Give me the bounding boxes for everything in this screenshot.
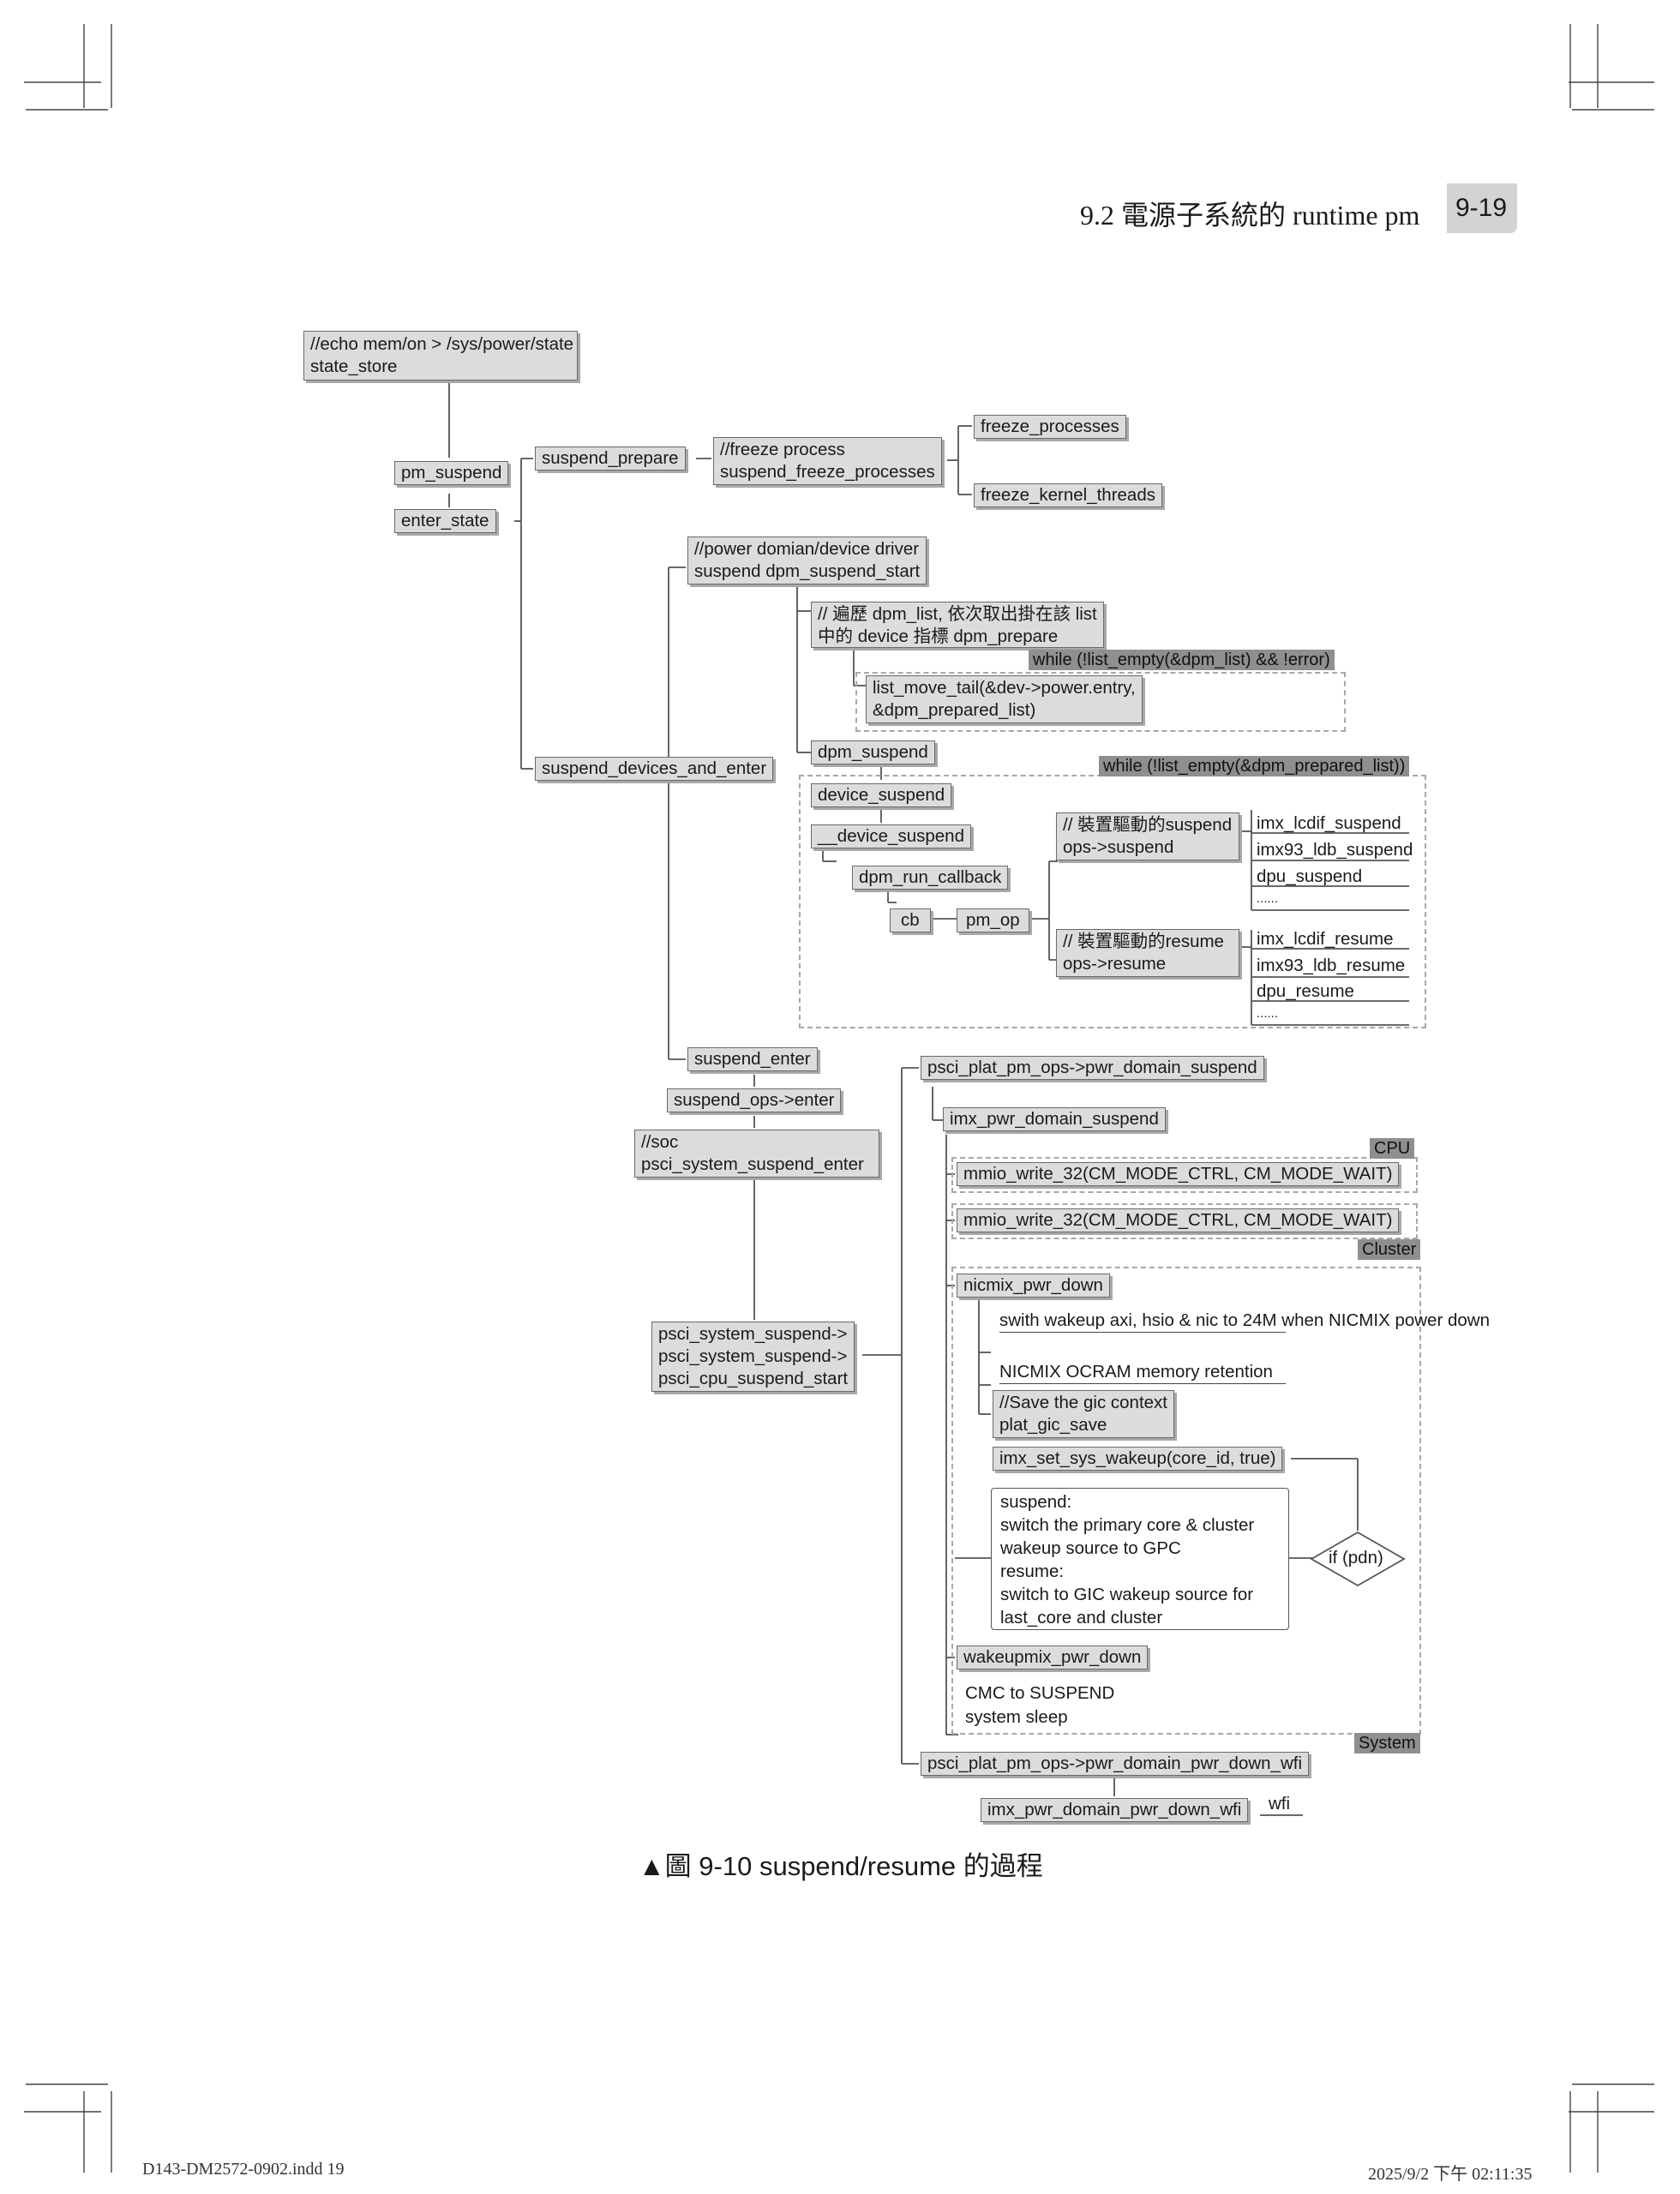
page-number: 9-19 xyxy=(1455,194,1508,222)
suspend-resume-wakeup-note: suspend: switch the primary core & clust… xyxy=(991,1488,1289,1630)
enter-state: enter_state xyxy=(394,509,496,533)
device-suspend: device_suspend xyxy=(811,783,952,807)
nicmix-pwr-down: nicmix_pwr_down xyxy=(957,1274,1110,1298)
cmc-to-suspend: CMC to SUSPEND xyxy=(965,1683,1115,1703)
nicmix-ocram-note: NICMIX OCRAM memory retention xyxy=(999,1361,1286,1384)
mmio-write-cluster: mmio_write_32(CM_MODE_CTRL, CM_MODE_WAIT… xyxy=(957,1208,1400,1232)
cluster-group xyxy=(951,1203,1418,1239)
echo-state-store: //echo mem/on > /sys/power/state state_s… xyxy=(303,331,578,381)
resume-callback-1: imx_lcdif_resume xyxy=(1257,929,1394,949)
figure-caption: ▲圖 9-10 suspend/resume 的過程 xyxy=(639,1851,1043,1881)
list-move-tail: list_move_tail(&dev->power.entry, &dpm_p… xyxy=(866,675,1143,723)
cb: cb xyxy=(890,908,931,932)
pwr-domain-pwr-down-wfi: psci_plat_pm_ops->pwr_domain_pwr_down_wf… xyxy=(921,1752,1310,1776)
if-pdn-label: if (pdn) xyxy=(1329,1548,1383,1568)
dpm-suspend: dpm_suspend xyxy=(811,740,935,764)
while-dpm-list-label: while (!list_empty(&dpm_list) && !error) xyxy=(1029,650,1335,670)
underscore-device-suspend: __device_suspend xyxy=(811,824,971,848)
imx-pwr-domain-suspend: imx_pwr_domain_suspend xyxy=(943,1107,1166,1131)
freeze-processes: freeze_processes xyxy=(974,415,1126,439)
psci-suspend-chain: psci_system_suspend-> psci_system_suspen… xyxy=(651,1322,855,1392)
save-gic-context: //Save the gic context plat_gic_save xyxy=(993,1390,1175,1438)
dpm-suspend-start: //power domian/device driver suspend dpm… xyxy=(687,537,927,584)
pm-op: pm_op xyxy=(957,908,1029,932)
system-group xyxy=(951,1267,1421,1735)
resume-callback-2: imx93_ldb_resume xyxy=(1257,956,1406,975)
suspend-enter: suspend_enter xyxy=(687,1047,818,1071)
cluster-label: Cluster xyxy=(1358,1239,1421,1260)
system-label: System xyxy=(1354,1733,1420,1753)
suspend-callback-2: imx93_ldb_suspend xyxy=(1257,840,1413,860)
swith-wakeup-note: swith wakeup axi, hsio & nic to 24M when… xyxy=(999,1310,1490,1333)
footer-file: D143-DM2572-0902.indd 19 xyxy=(142,2160,345,2179)
pwr-domain-suspend: psci_plat_pm_ops->pwr_domain_suspend xyxy=(921,1056,1264,1080)
suspend-callback-1: imx_lcdif_suspend xyxy=(1257,813,1401,833)
suspend-prepare: suspend_prepare xyxy=(535,447,686,471)
suspend-devices-and-enter: suspend_devices_and_enter xyxy=(535,757,774,781)
soc-psci-system-suspend-enter: //soc psci_system_suspend_enter xyxy=(634,1130,879,1178)
suspend-ops-enter: suspend_ops->enter xyxy=(667,1088,842,1112)
dpm-run-callback: dpm_run_callback xyxy=(852,866,1009,890)
freeze-kernel-threads: freeze_kernel_threads xyxy=(974,483,1162,507)
page-number-tab: 9-19 xyxy=(1447,183,1517,233)
suspend-callback-3: dpu_suspend xyxy=(1257,866,1363,886)
mmio-write-cpu: mmio_write_32(CM_MODE_CTRL, CM_MODE_WAIT… xyxy=(957,1162,1400,1186)
dpm-list-comment: // 遍歷 dpm_list, 依次取出掛在該 list 中的 device 指… xyxy=(811,602,1104,648)
imx-set-sys-wakeup: imx_set_sys_wakeup(core_id, true) xyxy=(993,1447,1283,1471)
wakeupmix-pwr-down: wakeupmix_pwr_down xyxy=(957,1646,1149,1669)
pm-suspend: pm_suspend xyxy=(394,461,509,485)
resume-callback-more: ...... xyxy=(1257,1006,1279,1021)
system-sleep: system sleep xyxy=(965,1707,1068,1727)
running-header: 9.2 電源子系統的 runtime pm xyxy=(1080,200,1420,231)
ops-suspend: // 裝置驅動的suspend ops->suspend xyxy=(1056,812,1239,860)
while-prepared-label: while (!list_empty(&dpm_prepared_list)) xyxy=(1099,756,1410,776)
if-pdn-decision xyxy=(1310,1531,1406,1587)
freeze-process: //freeze process suspend_freeze_processe… xyxy=(713,437,942,485)
while-dpm-list-group xyxy=(855,672,1346,732)
cpu-group xyxy=(951,1157,1418,1193)
imx-pwr-domain-pwr-down-wfi: imx_pwr_domain_pwr_down_wfi xyxy=(981,1798,1249,1822)
cpu-label: CPU xyxy=(1370,1138,1415,1159)
footer-date: 2025/9/2 下午 02:11:35 xyxy=(1368,2165,1533,2184)
suspend-callback-more: ...... xyxy=(1257,891,1279,906)
wfi-label: wfi xyxy=(1269,1794,1291,1813)
resume-callback-3: dpu_resume xyxy=(1257,981,1354,1001)
ops-resume: // 裝置驅動的resume ops->resume xyxy=(1056,929,1239,977)
